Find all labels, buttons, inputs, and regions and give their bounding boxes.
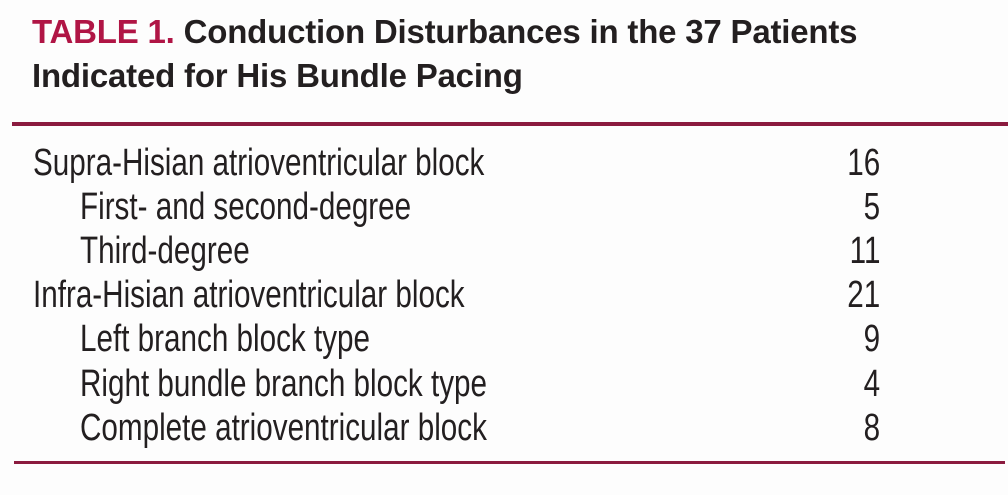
table-bottom-rule [14, 461, 1005, 464]
row-label: Supra-Hisian atrioventricular block [33, 141, 485, 184]
table-row: Third-degree 11 [33, 229, 880, 273]
caption-line-1: TABLE 1. Conduction Disturbances in the … [32, 10, 858, 54]
row-label: Right bundle branch block type [80, 362, 487, 405]
row-value: 11 [849, 229, 880, 272]
row-value: 8 [863, 406, 880, 449]
table-row: First- and second-degree 5 [33, 185, 880, 229]
table-row: Complete atrioventricular block 8 [33, 406, 880, 450]
caption-line-2: Indicated for His Bundle Pacing [32, 54, 857, 98]
table-row: Supra-Hisian atrioventricular block 16 [33, 141, 880, 185]
caption-title-part-1: Conduction Disturbances in the 37 Patien… [183, 13, 858, 50]
caption-title-part-2: Indicated for His Bundle Pacing [32, 57, 523, 94]
table-row: Right bundle branch block type 4 [33, 362, 880, 406]
row-value: 4 [863, 362, 880, 405]
table-row: Left branch block type 9 [33, 318, 880, 362]
row-value: 16 [847, 141, 880, 184]
row-value: 5 [863, 185, 880, 228]
table-row: Infra-Hisian atrioventricular block 21 [33, 274, 880, 318]
row-value: 21 [847, 274, 880, 317]
row-label: First- and second-degree [80, 185, 412, 228]
row-label: Left branch block type [80, 318, 370, 361]
table-caption: TABLE 1. Conduction Disturbances in the … [32, 10, 858, 98]
row-value: 9 [863, 318, 880, 361]
table-number-label: TABLE 1. [32, 13, 175, 50]
row-label: Infra-Hisian atrioventricular block [33, 274, 465, 317]
table-top-rule [12, 122, 1008, 126]
row-label: Complete atrioventricular block [80, 406, 487, 449]
table-body: Supra-Hisian atrioventricular block 16 F… [33, 141, 880, 450]
row-label: Third-degree [80, 229, 250, 272]
